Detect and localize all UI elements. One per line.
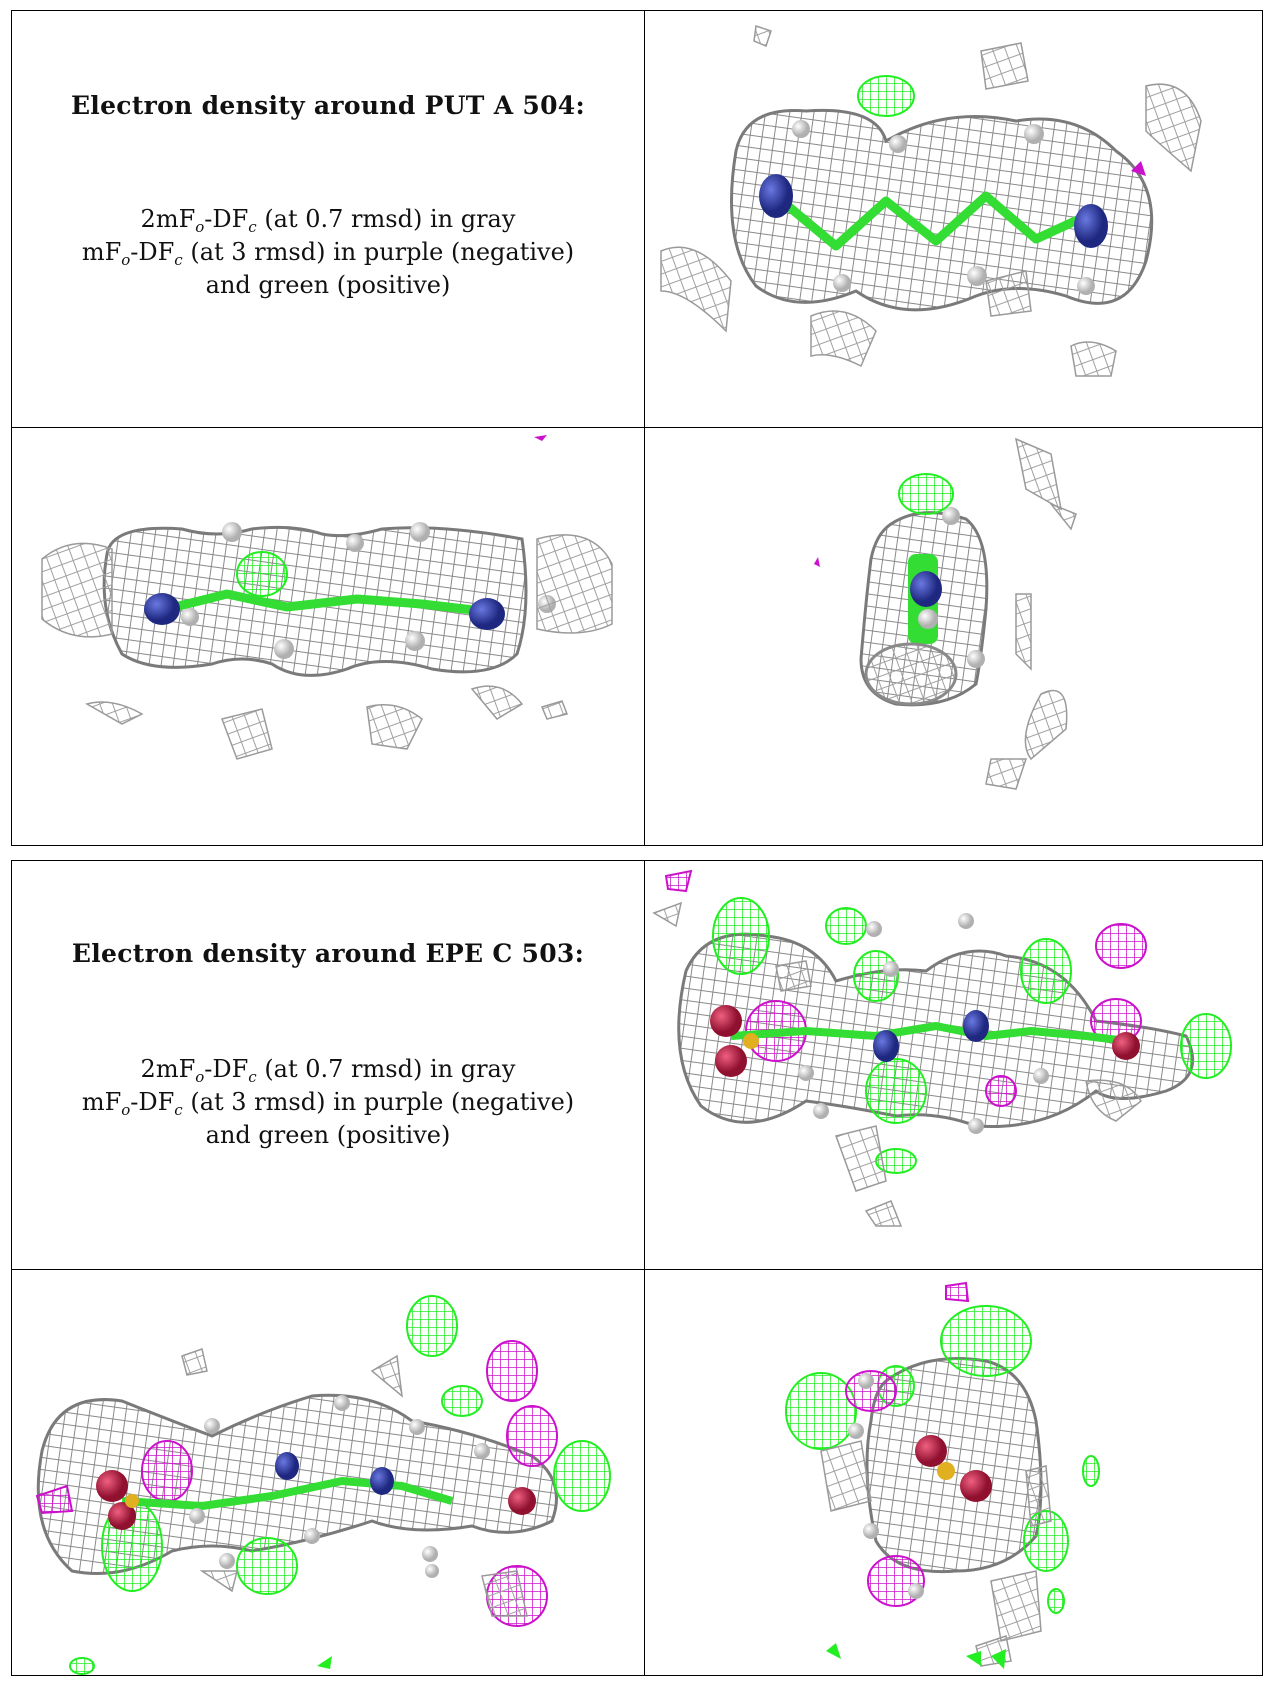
hydrogen-atoms [792,120,1095,295]
oxygen-atom [508,1487,536,1515]
electron-density-render [41,435,613,760]
row-divider [12,1269,1262,1270]
nitrogen-atom [275,1452,299,1480]
density-fragments [41,534,613,760]
oxygen-atom [108,1502,136,1530]
panel-title: Electron density around PUT A 504: [70,91,586,120]
sulfur-atom [125,1494,139,1508]
density-view-end [646,429,1262,845]
density-mesh-gray [864,642,958,706]
legend-line-2mfo-dfc: 2mFo-DFc (at 0.7 rmsd) in gray [140,205,516,236]
panel-title: Electron density around EPE C 503: [71,939,585,968]
density-mesh-green [712,897,1232,1174]
density-mesh-green [898,473,954,515]
nitrogen-atom [144,593,180,625]
density-view-end [646,1271,1262,1675]
map-legend: 2mFo-DFc (at 0.7 rmsd) in gray mFo-DFc (… [12,203,644,302]
sulfur-atom [937,1462,955,1480]
density-mesh-purple [664,869,1147,1107]
density-mesh-purple [1131,161,1146,176]
nitrogen-atom [370,1467,394,1495]
panel-epe-c-503: Electron density around EPE C 503: 2mFo-… [11,860,1263,1676]
nitrogen-atom [1074,204,1108,248]
density-view-side [12,429,644,845]
density-mesh-green [826,1643,1006,1669]
density-view-top [646,861,1262,1269]
density-mesh-green [857,75,915,117]
density-mesh-green [236,551,288,597]
density-mesh-gray [730,108,1154,312]
legend-line-mfo-dfc: mFo-DFc (at 3 rmsd) in purple (negative) [81,1088,575,1119]
map-legend: 2mFo-DFc (at 0.7 rmsd) in gray mFo-DFc (… [12,1053,644,1152]
density-view-side [12,1271,644,1675]
legend-line-mfo-dfc: mFo-DFc (at 3 rmsd) in purple (negative) [81,238,575,269]
electron-density-render [652,869,1232,1227]
density-mesh-purple [534,435,547,441]
electron-density-render [785,1281,1100,1669]
molecule-bonds [121,1477,454,1510]
oxygen-atom [715,1045,747,1077]
density-mesh-green [317,1656,332,1669]
density-mesh-purple [814,557,820,567]
oxygen-atom [1112,1032,1140,1060]
electron-density-render [814,437,1077,790]
molecule-bonds [773,191,1088,251]
sulfur-atom [743,1033,759,1049]
electron-density-render [660,25,1202,377]
hydrogen-atoms [918,507,985,668]
hydrogen-atoms [189,1395,490,1578]
molecule-bonds [165,589,483,616]
density-fragments [985,437,1077,790]
caption-cell: Electron density around EPE C 503: 2mFo-… [12,861,644,1269]
density-mesh-green [69,1295,611,1675]
density-fragments [181,1348,528,1617]
column-divider [644,861,645,1675]
density-fragments [820,1440,1052,1667]
panel-put-a-504: Electron density around PUT A 504: 2mFo-… [11,10,1263,846]
nitrogen-atom [910,571,942,607]
legend-line-2mfo-dfc: 2mFo-DFc (at 0.7 rmsd) in gray [140,1055,516,1086]
oxygen-atom [915,1435,947,1467]
oxygen-atom [96,1470,128,1502]
molecule-bonds [730,1022,1127,1045]
legend-line-colors: and green (positive) [205,271,451,299]
density-fragments [652,901,1142,1227]
oxygen-atom [960,1470,992,1502]
nitrogen-atom [963,1010,989,1042]
caption-cell: Electron density around PUT A 504: 2mFo-… [12,11,644,427]
electron-density-render [35,1295,611,1675]
nitrogen-atom [759,174,793,218]
column-divider [644,11,645,845]
row-divider [12,427,1262,428]
nitrogen-atom [469,598,505,630]
oxygen-atom [710,1005,742,1037]
legend-line-colors: and green (positive) [205,1121,451,1149]
density-fragments [660,25,1202,377]
hydrogen-atoms [798,913,1049,1134]
density-mesh-gray [36,1393,558,1575]
nitrogen-atom [873,1030,899,1062]
hydrogen-atoms [848,1373,924,1599]
density-view-top [646,11,1262,427]
